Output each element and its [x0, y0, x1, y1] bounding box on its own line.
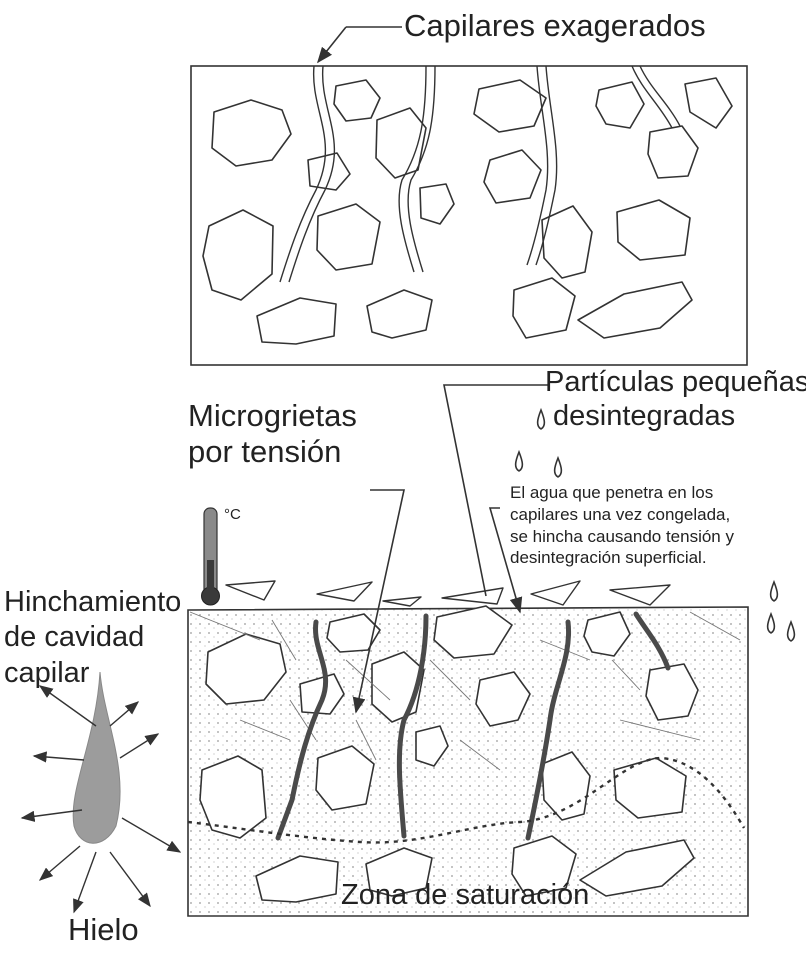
microcracks-label-line1: Microgrietas: [188, 398, 357, 434]
water-drop-icon: [788, 622, 795, 641]
capillaries-label: Capilares exagerados: [404, 8, 706, 44]
thermometer-icon: [202, 508, 220, 605]
bottom-concrete-block: [188, 581, 748, 916]
water-note-line: desintegración superficial.: [510, 547, 734, 569]
water-drop-icon: [538, 410, 545, 429]
ice-swelling-figure: [22, 672, 180, 912]
capillaries-pointer: [318, 27, 402, 62]
swelling-label-line: Hinchamiento: [4, 585, 181, 620]
swelling-label: Hinchamiento de cavidad capilar: [4, 585, 181, 691]
water-note-line: capilares una vez congelada,: [510, 504, 734, 526]
water-note-line: se hincha causando tensión y: [510, 526, 734, 548]
water-drop-icon: [555, 458, 562, 477]
water-note-line: El agua que penetra en los: [510, 482, 734, 504]
ice-drop-icon: [73, 672, 120, 843]
swelling-label-line: de cavidad: [4, 620, 181, 655]
particles-label-line1: Partículas pequeñas: [545, 366, 806, 399]
saturation-zone-label: Zona de saturación: [341, 879, 589, 912]
water-drop-icon: [771, 582, 778, 601]
ice-label: Hielo: [68, 912, 139, 948]
water-drop-icon: [768, 614, 775, 633]
swelling-label-line: capilar: [4, 656, 181, 691]
water-note: El agua que penetra en los capilares una…: [510, 482, 734, 569]
surface-flakes: [226, 581, 670, 606]
top-concrete-block: [191, 66, 747, 365]
water-drop-icon: [516, 452, 523, 471]
microcracks-label-line2: por tensión: [188, 434, 341, 470]
temperature-unit: °C: [224, 506, 241, 523]
particles-label-line2: desintegradas: [553, 400, 735, 433]
